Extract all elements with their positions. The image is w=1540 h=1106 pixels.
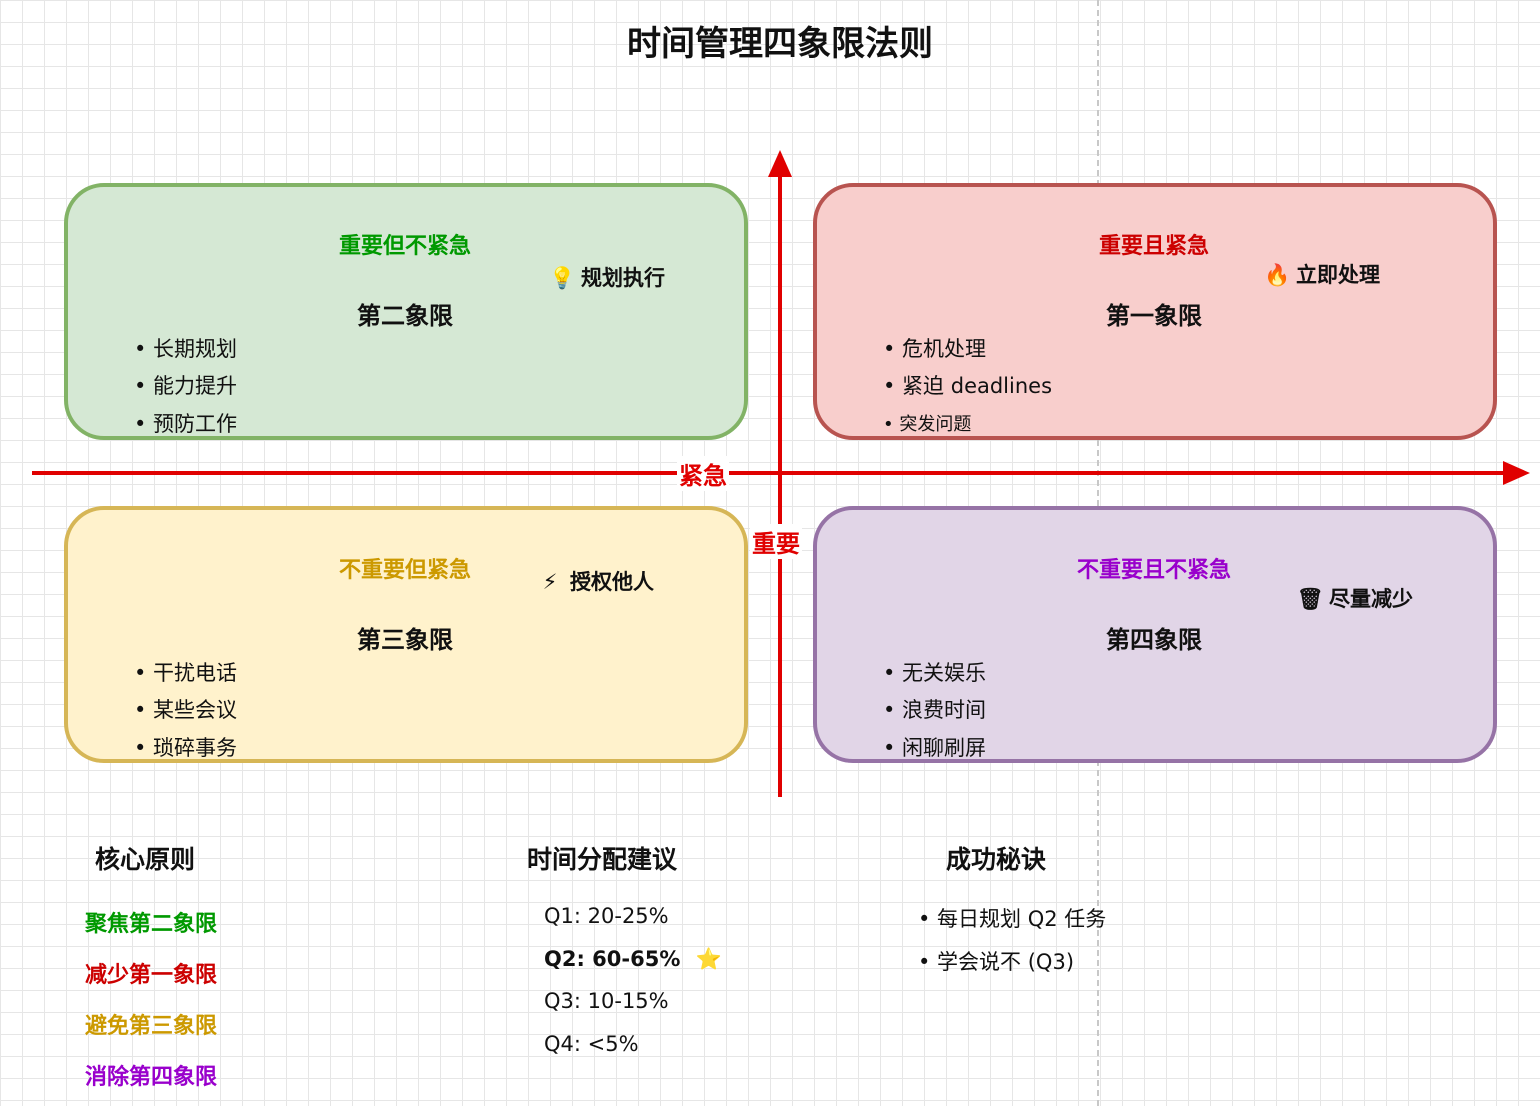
quadrant-4-name: 第四象限: [1106, 626, 1202, 654]
tip-item: • 学会说不 (Q3): [918, 950, 1075, 974]
quadrant-3-item: • 干扰电话: [134, 661, 238, 685]
quadrant-1-action: 🔥立即处理: [1264, 259, 1380, 289]
quadrant-1-box: [813, 183, 1497, 440]
page-title: 时间管理四象限法则: [627, 24, 933, 64]
y-axis-label: 重要: [750, 524, 802, 559]
quadrant-4-action: 🗑尽量减少: [1297, 583, 1413, 613]
principle-item: 避免第三象限: [85, 1014, 218, 1039]
allocation-item: Q3: 10-15%: [544, 989, 669, 1013]
quadrant-1-action-label: 立即处理: [1296, 263, 1380, 287]
quadrant-4-header: 不重要且不紧急: [1076, 558, 1231, 583]
allocation-item: Q1: 20-25%: [544, 904, 669, 928]
principle-item: 消除第四象限: [85, 1065, 218, 1090]
y-axis-arrowhead: [768, 150, 792, 177]
quadrant-1-item: • 突发问题: [883, 414, 972, 435]
quadrant-3-item: • 琐碎事务: [134, 736, 238, 760]
star-icon: ⭐: [695, 947, 722, 971]
allocation-title: 时间分配建议: [527, 845, 678, 874]
quadrant-2-name: 第二象限: [357, 302, 453, 330]
quadrant-4-item: • 闲聊刷屏: [883, 736, 987, 760]
quadrant-2-action: 💡规划执行: [549, 262, 665, 292]
lightning-icon: ⚡: [542, 570, 558, 594]
quadrant-4-action-label: 尽量减少: [1329, 587, 1413, 611]
x-axis-arrowhead: [1503, 461, 1530, 485]
allocation-item: Q4: <5%: [544, 1032, 639, 1056]
lightbulb-icon: 💡: [549, 266, 576, 290]
quadrant-2-box: [64, 183, 748, 440]
quadrant-2-item: • 预防工作: [134, 412, 238, 436]
quadrant-1-header: 重要且紧急: [1098, 234, 1209, 259]
quadrant-4-item: • 浪费时间: [883, 698, 987, 722]
principle-item: 聚焦第二象限: [85, 912, 218, 937]
quadrant-2-action-label: 规划执行: [581, 266, 665, 290]
quadrant-2-item: • 能力提升: [134, 374, 238, 398]
quadrant-3-box: [64, 506, 748, 763]
quadrant-3-action-label: 授权他人: [570, 570, 654, 594]
allocation-item: Q2: 60-65%: [544, 947, 681, 971]
fire-icon: 🔥: [1264, 263, 1291, 287]
tip-item: • 每日规划 Q2 任务: [918, 907, 1107, 931]
principles-title: 核心原则: [95, 845, 196, 874]
quadrant-1-item: • 紧迫 deadlines: [883, 374, 1053, 398]
allocation-item-highlight: Q2: 60-65% ⭐: [544, 947, 722, 972]
quadrant-3-header: 不重要但紧急: [338, 558, 471, 583]
x-axis-label: 紧急: [677, 456, 729, 491]
quadrant-3-name: 第三象限: [357, 626, 453, 654]
quadrant-1-item: • 危机处理: [883, 337, 987, 361]
trash-icon: 🗑: [1297, 587, 1324, 611]
quadrant-1-name: 第一象限: [1106, 302, 1202, 330]
quadrant-3-item: • 某些会议: [134, 698, 238, 722]
principle-item: 减少第一象限: [85, 963, 218, 988]
quadrant-3-action: ⚡ 授权他人: [538, 566, 654, 596]
quadrant-4-box: [813, 506, 1497, 763]
quadrant-2-header: 重要但不紧急: [338, 234, 471, 259]
tips-title: 成功秘诀: [946, 845, 1047, 874]
quadrant-2-item: • 长期规划: [134, 337, 238, 361]
quadrant-4-item: • 无关娱乐: [883, 661, 987, 685]
